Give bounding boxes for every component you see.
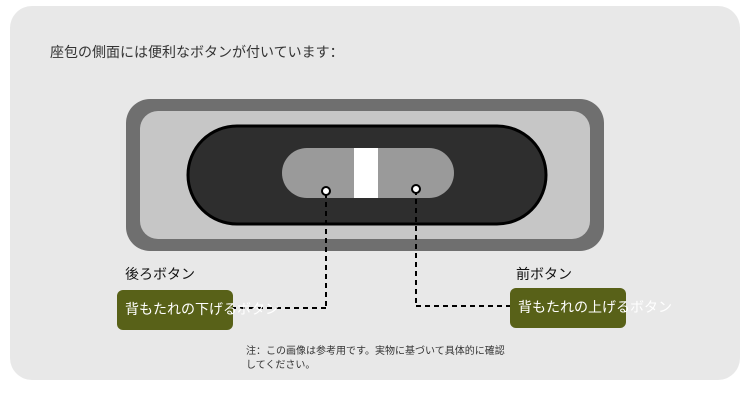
switch-divider bbox=[354, 148, 378, 198]
reference-note: 注：この画像は参考用です。実物に基づいて具体的に確認してください。 bbox=[246, 346, 505, 371]
rear-button-marker bbox=[321, 186, 331, 196]
front-button-marker bbox=[411, 184, 421, 194]
heading-text: 座包の側面には便利なボタンが付いています： bbox=[50, 45, 344, 61]
recline-down-button[interactable]: 背もたれの下げるボタン bbox=[117, 290, 279, 330]
rear-button-label: 後ろボタン bbox=[125, 267, 195, 283]
front-button-label: 前ボタン bbox=[516, 267, 572, 283]
recline-up-button[interactable]: 背もたれの上げるボタン bbox=[510, 288, 672, 328]
